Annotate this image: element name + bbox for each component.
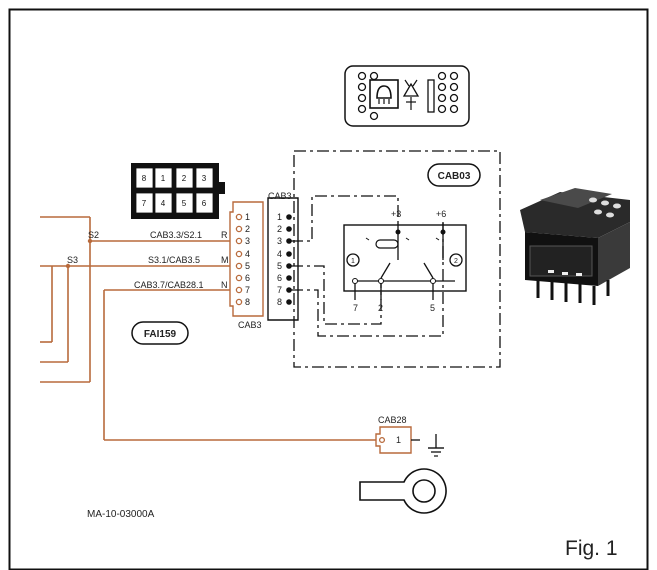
ground-icon — [428, 434, 444, 457]
right-pin-numbers: 1 2 3 4 5 6 7 8 — [277, 212, 282, 307]
svg-text:7: 7 — [142, 199, 147, 208]
cab03-label: CAB03 — [438, 171, 471, 182]
cab28-connector — [375, 426, 420, 454]
wire-color-code: M — [221, 255, 229, 265]
cab3-label-top: CAB3 — [268, 191, 292, 201]
left-pin-number: 7 — [245, 285, 250, 295]
wiper-washer-icon — [376, 85, 392, 104]
wire-label: CAB3.7/CAB28.1 — [134, 280, 204, 290]
terminal-7: 7 — [353, 303, 358, 313]
contact-2: 2 — [454, 258, 458, 265]
splice-s3-label: S3 — [67, 255, 78, 265]
splice-s2-label: S2 — [88, 230, 99, 240]
left-pin-number: 3 — [245, 236, 250, 246]
svg-text:3: 3 — [202, 174, 207, 183]
wire-label: S3.1/CAB3.5 — [148, 255, 200, 265]
cab3-left-pins — [235, 213, 243, 306]
cab28-label: CAB28 — [378, 415, 407, 425]
ring-terminal-icon — [359, 468, 447, 514]
svg-text:8: 8 — [142, 174, 147, 183]
cab03-switch-boundary — [293, 150, 501, 368]
fai159-badge-outline — [131, 321, 189, 345]
right-pin-number: 2 — [277, 224, 282, 234]
document-code: MA-10-03000A — [87, 509, 155, 520]
right-pin-number: 1 — [277, 212, 282, 222]
left-pin-number: 6 — [245, 273, 250, 283]
work-light-icon — [402, 79, 420, 110]
terminal-plus3: +3 — [391, 209, 401, 219]
left-pin-numbers: 1 2 3 4 5 6 7 8 — [245, 212, 250, 307]
right-pin-number: 4 — [277, 249, 282, 259]
right-pin-number: 7 — [277, 285, 282, 295]
wire-label: CAB3.3/S2.1 — [150, 230, 202, 240]
terminal-2: 2 — [378, 303, 383, 313]
wiring-harness — [40, 216, 380, 441]
right-pin-number: 3 — [277, 236, 282, 246]
rocker-switch-illustration — [520, 188, 630, 305]
svg-text:4: 4 — [161, 199, 166, 208]
svg-text:5: 5 — [182, 199, 187, 208]
svg-text:2: 2 — [182, 174, 187, 183]
right-pin-number: 6 — [277, 273, 282, 283]
cab03-badge-outline — [427, 163, 481, 187]
switch-panel-icon — [344, 65, 470, 127]
left-pin-number: 2 — [245, 224, 250, 234]
left-pin-number: 1 — [245, 212, 250, 222]
cab3-label-bottom: CAB3 — [238, 320, 262, 330]
rocker-switch-icon — [343, 222, 467, 292]
left-pin-number: 5 — [245, 261, 250, 271]
terminal-5: 5 — [430, 303, 435, 313]
figure-label: Fig. 1 — [565, 537, 618, 560]
left-pin-number: 4 — [245, 249, 250, 259]
labels: CAB3 CAB3 CAB03 CAB28 FAI159 S2 S3 CAB3.… — [67, 171, 618, 560]
terminal-plus6: +6 — [436, 209, 446, 219]
left-pin-number: 8 — [245, 297, 250, 307]
wire-color-code: N — [221, 280, 228, 290]
cab3-right-pins — [286, 214, 292, 305]
switch-internal-wiring — [291, 195, 444, 337]
right-pin-number: 8 — [277, 297, 282, 307]
cab28-pin-1: 1 — [396, 435, 401, 445]
contact-1: 1 — [351, 258, 355, 265]
svg-text:1: 1 — [161, 174, 166, 183]
wire-color-code: R — [221, 230, 228, 240]
right-pin-number: 5 — [277, 261, 282, 271]
connector-face-icon: 8 1 2 3 7 4 5 6 — [131, 163, 225, 219]
svg-text:6: 6 — [202, 199, 207, 208]
fai159-label: FAI159 — [144, 329, 177, 340]
